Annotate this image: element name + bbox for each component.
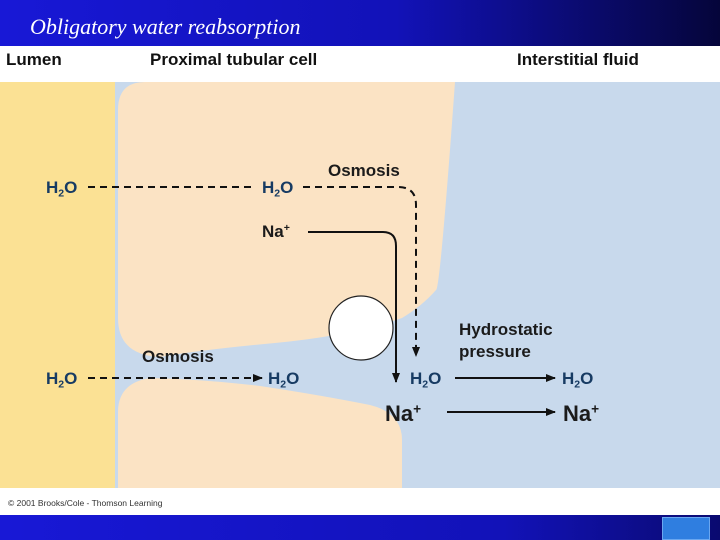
lumen-region xyxy=(0,82,115,500)
sodium-path xyxy=(308,231,400,383)
osmosis-label-lower: Osmosis xyxy=(142,347,214,366)
sodium-label-interstitial-right: Na+ xyxy=(563,401,600,426)
header-band xyxy=(0,46,720,82)
upper-cell xyxy=(118,82,455,357)
footer-band xyxy=(0,488,720,515)
slide-title: Obligatory water reabsorption xyxy=(30,14,301,39)
h2o-label-interstitial-right: H2O xyxy=(562,369,594,391)
osmosis-dashed-path-cell xyxy=(303,186,420,357)
osmosis-label-upper: Osmosis xyxy=(328,161,400,180)
bottom-bar xyxy=(0,515,720,540)
hydrostatic-label-line2: pressure xyxy=(459,342,531,361)
h2o-label-cell-upper: H2O xyxy=(262,178,294,200)
hydrostatic-label-line1: Hydrostatic xyxy=(459,320,553,339)
copyright-text: © 2001 Brooks/Cole - Thomson Learning xyxy=(8,498,163,508)
h2o-label-interstitial-lower: H2O xyxy=(268,369,300,391)
h2o-label-interstitial-mid: H2O xyxy=(410,369,442,391)
interstitial-label: Interstitial fluid xyxy=(517,50,639,69)
sodium-label-cell: Na+ xyxy=(262,222,290,241)
lower-cell xyxy=(118,378,402,488)
cell-label: Proximal tubular cell xyxy=(150,50,318,69)
lumen-label: Lumen xyxy=(6,50,62,69)
sodium-pump-circle xyxy=(328,295,394,361)
slide-nav-button[interactable] xyxy=(662,517,710,540)
h2o-label-lumen-lower: H2O xyxy=(46,369,78,391)
h2o-label-lumen-upper: H2O xyxy=(46,178,78,200)
sodium-label-interstitial: Na+ xyxy=(385,401,422,426)
slide-header xyxy=(0,0,720,46)
